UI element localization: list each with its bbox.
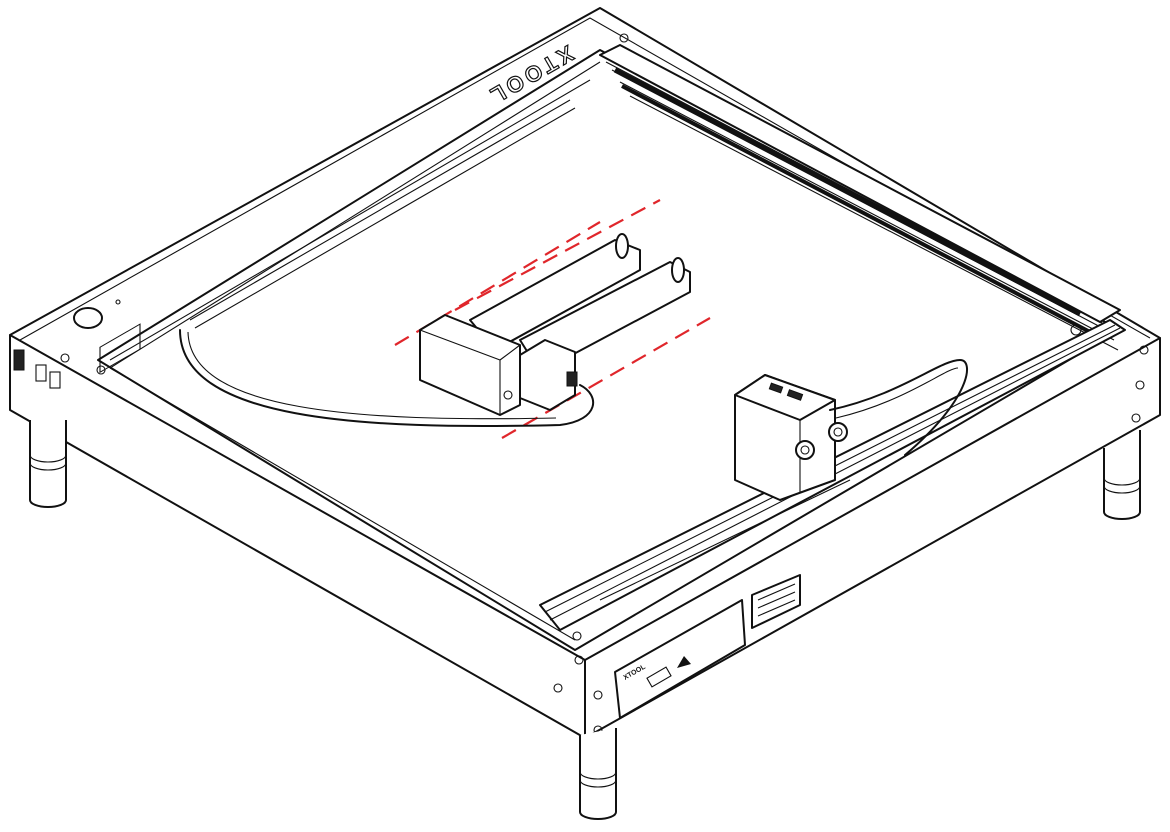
product-label: XTOOL (614, 574, 801, 719)
laser-module (734, 374, 848, 501)
leg-front-left (29, 420, 67, 508)
frame (9, 7, 1161, 739)
y-axis-rail (599, 44, 1121, 351)
control-panel (13, 299, 141, 389)
laser-guide-line (454, 199, 661, 311)
leg-front-right (1103, 430, 1141, 520)
rotary-cable (179, 329, 595, 428)
leg-front (579, 728, 617, 820)
left-rail (109, 79, 591, 361)
power-button[interactable] (73, 307, 103, 329)
screws (60, 33, 1149, 735)
head-cable (829, 359, 968, 456)
rotary-attachment (394, 199, 711, 439)
